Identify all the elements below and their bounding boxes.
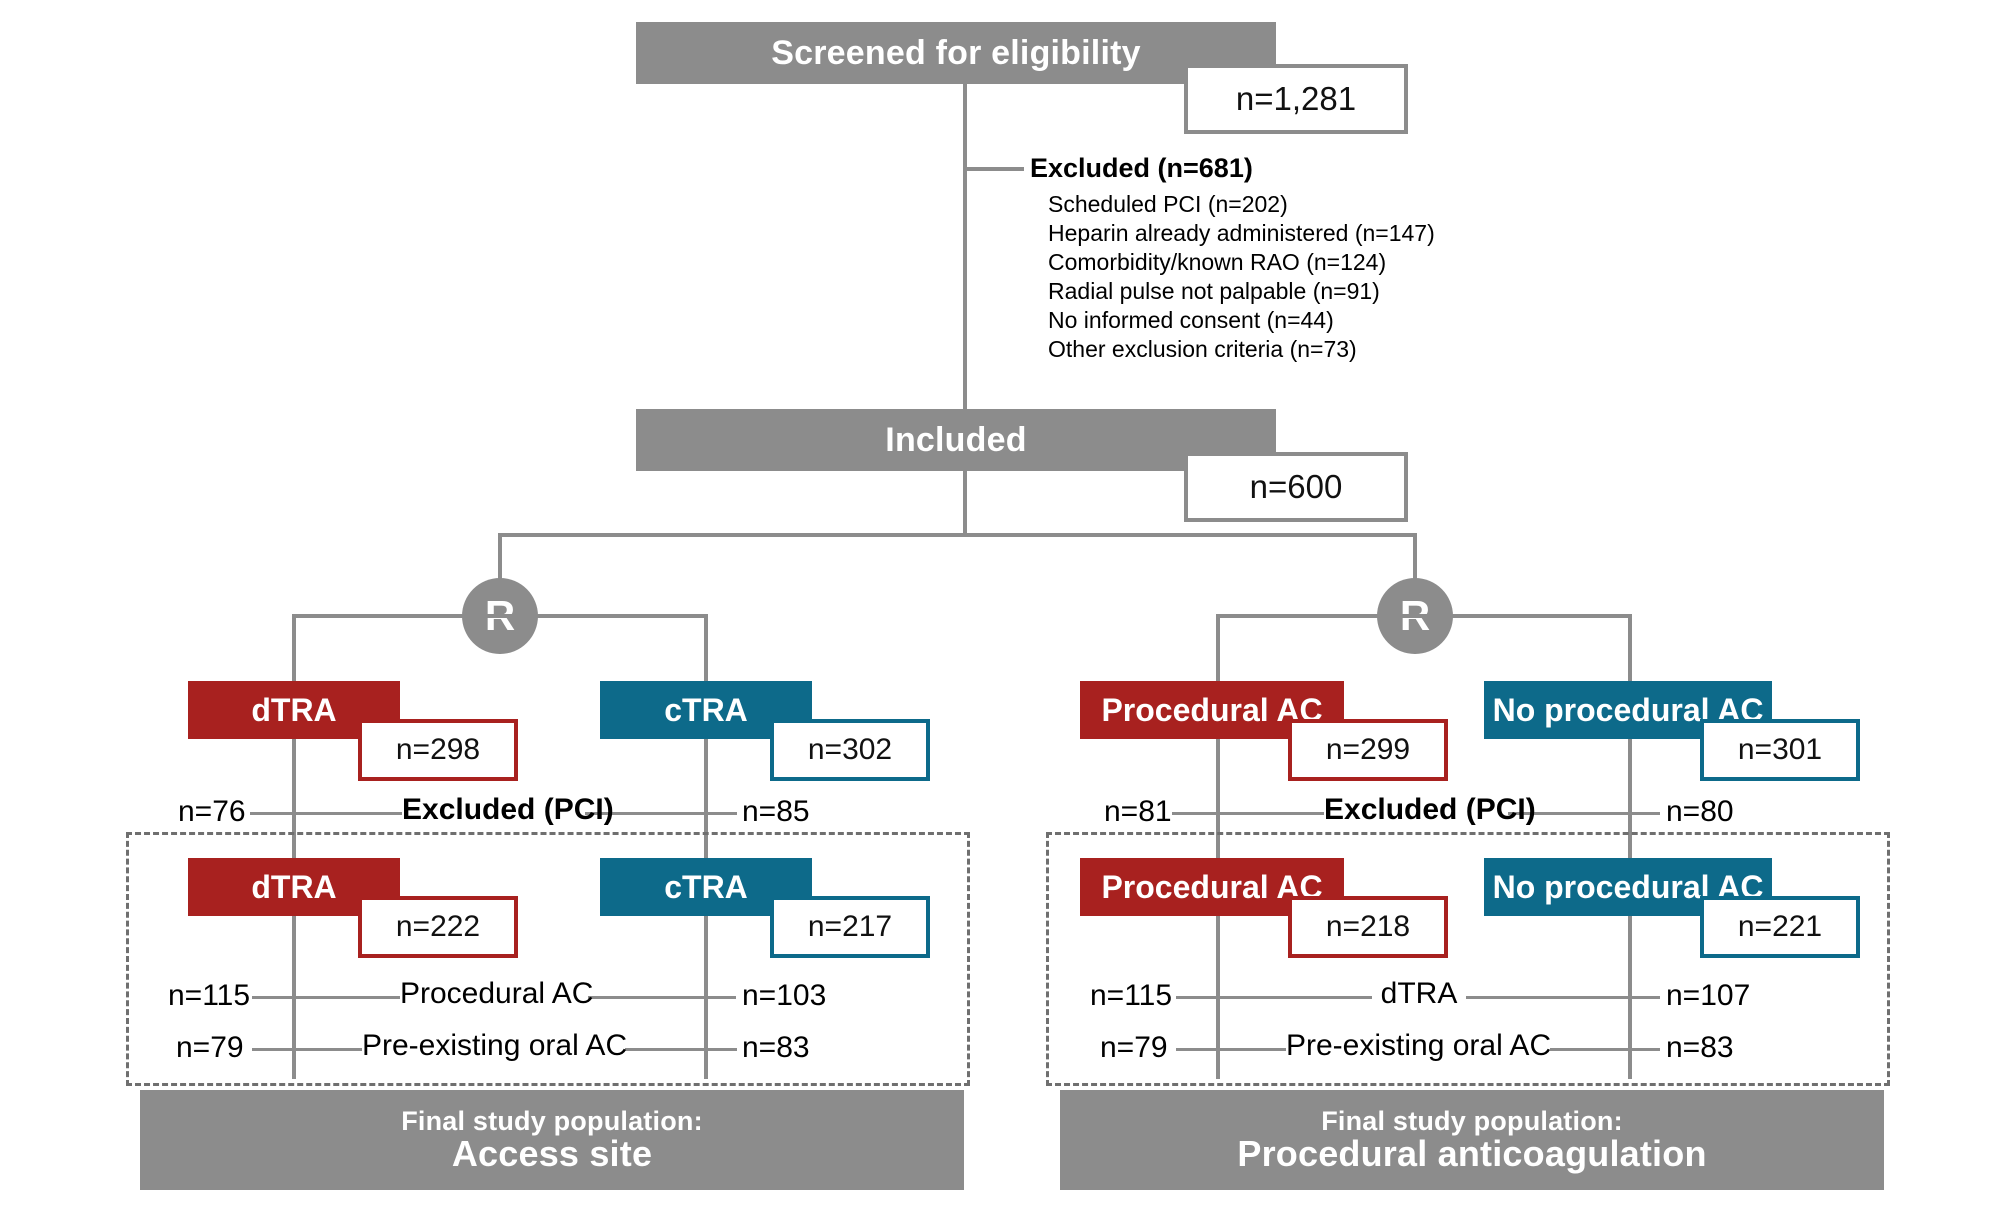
left-arm2-final-n-value: n=217: [807, 910, 893, 943]
left-arm1-final-box: dTRA: [188, 858, 400, 916]
excluded-item: No informed consent (n=44): [1048, 307, 1334, 333]
left-arm1-label: dTRA: [251, 691, 337, 728]
left-excluded-right-n: n=85: [742, 795, 810, 828]
left-arm1-n-value: n=298: [395, 733, 481, 766]
left-final-population-bar: Final study population: Access site: [140, 1090, 964, 1190]
left-arm1-n-box: n=298: [358, 719, 518, 781]
left-excluded-rule-a: [250, 812, 402, 815]
right-arm2-final-n-value: n=221: [1737, 910, 1823, 943]
left-excluded-rule-b: [585, 812, 737, 815]
left-crossrow2-left-n: n=79: [176, 1031, 244, 1064]
right-arm2-spine: [1628, 614, 1632, 1079]
right-excluded-label: Excluded (PCI): [1324, 793, 1536, 826]
excluded-heading: Excluded (n=681): [1030, 153, 1253, 183]
left-crossrow1-rule-b: [588, 996, 736, 999]
excluded-item: Heparin already administered (n=147): [1048, 220, 1435, 246]
included-box: Included: [636, 409, 1276, 471]
right-arm1-n-value: n=299: [1325, 733, 1411, 766]
excluded-item: Radial pulse not palpable (n=91): [1048, 278, 1380, 304]
drop-to-right-randomisation: [1413, 533, 1417, 585]
right-arm2-final-n-box: n=221: [1700, 896, 1860, 958]
included-label: Included: [885, 420, 1027, 459]
left-branch-spread-bar: [292, 614, 708, 618]
right-crossrow1-rule-a: [1176, 996, 1372, 999]
left-crossrow2-right-n: n=83: [742, 1031, 810, 1064]
excluded-connector: [963, 167, 1024, 171]
left-arm1-final-label: dTRA: [251, 868, 337, 905]
right-crossrow2-right-n: n=83: [1666, 1031, 1734, 1064]
left-arm1-final-n-value: n=222: [395, 910, 481, 943]
right-branch-spread-bar: [1216, 614, 1632, 618]
right-crossrow2-label: Pre-existing oral AC: [1286, 1029, 1552, 1062]
included-n-box: n=600: [1184, 452, 1408, 522]
right-crossrow1-left-n: n=115: [1090, 979, 1173, 1012]
spine-included-to-split: [963, 471, 967, 537]
left-crossrow1-left-n: n=115: [168, 979, 251, 1012]
branch-split-bar: [500, 533, 1415, 537]
right-footer-line2: Procedural anticoagulation: [1237, 1133, 1707, 1175]
left-arm2-box: cTRA: [600, 681, 812, 739]
right-arm2-final-box: No procedural AC: [1484, 858, 1772, 916]
left-crossrow2-rule-b: [625, 1048, 737, 1051]
left-crossrow2-label: Pre-existing oral AC: [362, 1029, 628, 1062]
right-footer-line1: Final study population:: [1321, 1106, 1623, 1137]
drop-to-left-randomisation: [498, 533, 502, 585]
included-n-value: n=600: [1249, 468, 1343, 505]
right-crossrow2-rule-a: [1176, 1048, 1286, 1051]
left-footer-line2: Access site: [451, 1133, 653, 1175]
right-crossrow1-right-n: n=107: [1666, 979, 1751, 1012]
right-crossrow1-rule-b: [1466, 996, 1660, 999]
left-arm2-final-n-box: n=217: [770, 896, 930, 958]
right-excluded-right-n: n=80: [1666, 795, 1734, 828]
left-excluded-left-n: n=76: [178, 795, 246, 828]
left-excluded-label: Excluded (PCI): [402, 793, 614, 826]
right-crossrow2-rule-b: [1550, 1048, 1660, 1051]
left-arm2-n-value: n=302: [807, 733, 893, 766]
right-arm1-label: Procedural AC: [1101, 691, 1323, 728]
right-arm2-n-value: n=301: [1737, 733, 1823, 766]
right-arm1-final-label: Procedural AC: [1101, 868, 1323, 905]
left-arm1-spine: [292, 614, 296, 1079]
left-arm2-label: cTRA: [664, 691, 748, 728]
screened-box: Screened for eligibility: [636, 22, 1276, 84]
left-crossrow1-label: Procedural AC: [400, 977, 594, 1010]
excluded-item: Comorbidity/known RAO (n=124): [1048, 249, 1387, 275]
screened-label: Screened for eligibility: [771, 33, 1141, 72]
left-arm2-spine: [704, 614, 708, 1079]
right-arm1-spine: [1216, 614, 1220, 1079]
left-crossrow1-rule-a: [252, 996, 400, 999]
right-final-population-bar: Final study population: Procedural antic…: [1060, 1090, 1884, 1190]
excluded-item: Scheduled PCI (n=202): [1048, 191, 1288, 217]
right-arm2-box: No procedural AC: [1484, 681, 1772, 739]
left-crossrow1-right-n: n=103: [742, 979, 827, 1012]
excluded-item: Other exclusion criteria (n=73): [1048, 336, 1357, 362]
right-arm1-box: Procedural AC: [1080, 681, 1344, 739]
left-arm1-final-n-box: n=222: [358, 896, 518, 958]
left-footer-line1: Final study population:: [401, 1106, 703, 1137]
screened-n-box: n=1,281: [1184, 64, 1408, 134]
right-arm2-n-box: n=301: [1700, 719, 1860, 781]
right-excluded-rule-b: [1508, 812, 1660, 815]
right-final-population-region: [1046, 832, 1890, 1086]
right-excluded-left-n: n=81: [1104, 795, 1172, 828]
right-arm1-n-box: n=299: [1288, 719, 1448, 781]
spine-screened-to-included: [963, 84, 967, 409]
right-crossrow2-left-n: n=79: [1100, 1031, 1168, 1064]
left-crossrow2-rule-a: [252, 1048, 362, 1051]
right-arm1-final-n-box: n=218: [1288, 896, 1448, 958]
left-final-population-region: [126, 832, 970, 1086]
left-arm2-final-box: cTRA: [600, 858, 812, 916]
screened-n-value: n=1,281: [1235, 80, 1357, 117]
right-excluded-rule-a: [1172, 812, 1324, 815]
right-arm1-final-n-value: n=218: [1325, 910, 1411, 943]
right-crossrow1-label: dTRA: [1380, 977, 1458, 1010]
left-arm2-final-label: cTRA: [664, 868, 748, 905]
left-arm2-n-box: n=302: [770, 719, 930, 781]
excluded-list: Scheduled PCI (n=202) Heparin already ad…: [1048, 190, 1608, 364]
